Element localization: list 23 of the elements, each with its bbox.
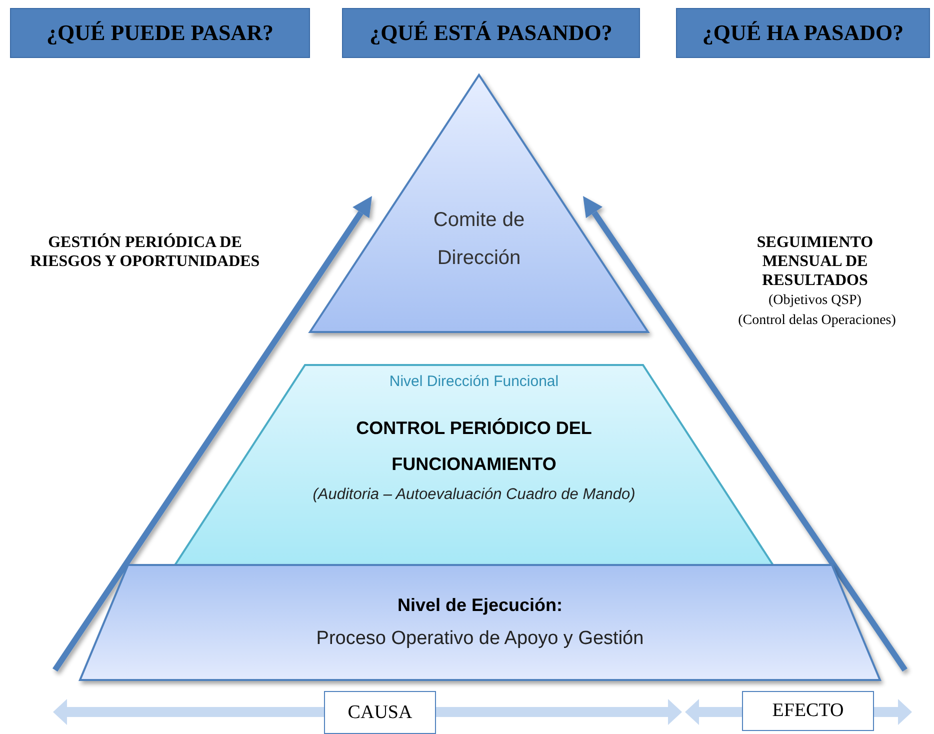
cause-box: [324, 691, 436, 734]
tier-title: Nivel de Ejecución:: [397, 595, 563, 616]
box-label: EFECTO: [772, 700, 844, 722]
header-text: ¿QUÉ ESTÁ PASANDO?: [370, 20, 612, 46]
tier-title: CONTROL PERIÓDICO DEL FUNCIONAMIENTO: [355, 417, 593, 476]
pyramid-base-tier: [80, 565, 880, 680]
side-note-heading: GESTIÓN PERIÓDICA DE RIESGOS Y OPORTUNIDADES: [29, 233, 261, 272]
tier-heading: Nivel Dirección Funcional: [389, 373, 559, 390]
effect-box: [742, 691, 874, 731]
pyramid-top-triangle: [310, 75, 648, 332]
tier-title: Comite de Dirección: [432, 208, 526, 270]
header-box: [342, 8, 640, 58]
tier-subtitle: (Auditoria – Autoevaluación Cuadro de Mando): [312, 486, 636, 504]
header-text: ¿QUÉ HA PASADO?: [702, 20, 904, 46]
header-box: [676, 8, 930, 58]
tier-subtitle: Proceso Operativo de Apoyo y Gestión: [316, 628, 644, 650]
header-text: ¿QUÉ PUEDE PASAR?: [46, 20, 274, 46]
box-label: CAUSA: [348, 702, 412, 724]
header-box: [10, 8, 310, 58]
pyramid-middle-tier: [175, 365, 773, 565]
side-note: (Control delas Operaciones): [737, 313, 897, 330]
side-note-heading: SEGUIMIENTO MENSUAL DE RESULTADOS: [756, 233, 874, 291]
side-note: (Objetivos QSP): [768, 293, 862, 310]
